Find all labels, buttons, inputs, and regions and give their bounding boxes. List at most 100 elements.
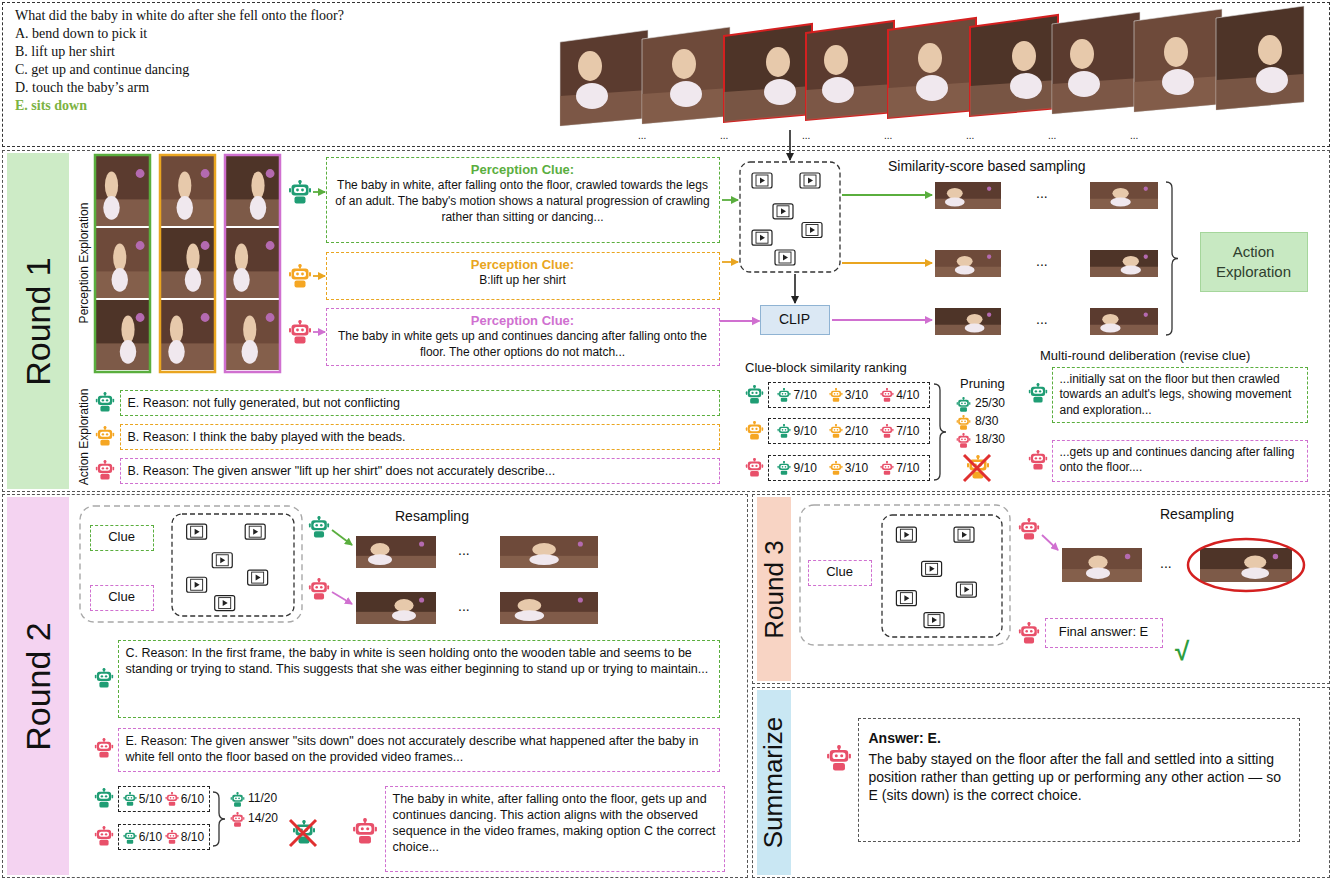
clue-box: Clue: [90, 585, 154, 611]
robot-face: [884, 465, 891, 469]
robot-antenna-tip: [753, 458, 756, 461]
video-frame: [160, 228, 215, 298]
robot-head: [98, 464, 112, 473]
robot-body: [750, 398, 759, 404]
robot-eye: [128, 797, 130, 799]
frame-shirt: [177, 196, 194, 220]
frame-baby: [370, 543, 389, 556]
robot-ear: [243, 797, 244, 800]
robot-face: [294, 187, 306, 193]
frame-baby: [394, 599, 413, 612]
robot-eye: [128, 835, 130, 837]
robot-head: [882, 426, 892, 432]
frame-shirt: [1100, 323, 1120, 332]
robot-ear: [309, 585, 311, 589]
frame-shirt: [670, 81, 702, 107]
robot-icon: [957, 415, 971, 430]
box-text: E. Reason: not fully generated, but not …: [128, 395, 712, 411]
box-text: The baby stayed on the floor after the f…: [869, 750, 1289, 805]
frame-baby: [1112, 188, 1128, 199]
robot-head: [311, 582, 327, 592]
robot-antenna-tip: [783, 461, 785, 463]
video-frame: [95, 156, 150, 226]
robot-body: [295, 337, 306, 344]
score-value: 6/10: [139, 830, 162, 844]
frame-baby: [186, 243, 199, 271]
frame-shirt: [1010, 73, 1042, 99]
robot-antenna-tip: [317, 516, 320, 519]
robot-face: [126, 834, 133, 838]
play-icon: [253, 529, 258, 535]
robot-ear: [96, 467, 98, 471]
frame-shirt: [185, 268, 202, 292]
robot-ear: [762, 427, 764, 431]
robot-face: [1033, 456, 1043, 461]
ellipsis-mark: ...: [966, 130, 974, 142]
frame-toy: [1144, 313, 1148, 317]
video-frame: [724, 24, 812, 122]
robot-antenna: [835, 461, 836, 463]
robot-eye: [840, 754, 843, 757]
frame-shirt: [965, 323, 985, 332]
frame-shirt: [1068, 71, 1100, 97]
frame-floor: [500, 612, 598, 624]
perception-clue-box: Perception Clue:The baby in white gets u…: [326, 308, 720, 366]
film-icon: [212, 553, 232, 568]
robot-antenna-tip: [886, 461, 888, 463]
robot-face: [99, 832, 109, 837]
film-icon: [752, 173, 772, 188]
video-frame: [225, 228, 280, 298]
frame-baby: [1164, 37, 1188, 67]
robot-icon: [95, 668, 113, 688]
frame-baby: [251, 171, 264, 199]
ellipsis-mark: ...: [884, 130, 892, 142]
frame-shirt: [368, 554, 392, 565]
robot-face: [126, 796, 133, 800]
robot-eye: [755, 465, 757, 467]
film-icon: [900, 529, 912, 540]
cross-mark: [290, 820, 316, 846]
robot-ear: [881, 428, 882, 431]
robot-antenna-tip: [886, 388, 888, 390]
round-label-strip: Round 2: [7, 497, 69, 875]
frame-toy: [987, 255, 991, 259]
frame-toy: [201, 313, 210, 322]
score-box: 7/103/104/10: [768, 382, 930, 408]
robot-antenna-tip: [129, 830, 131, 832]
robot-antenna: [784, 424, 785, 426]
frame-baby: [105, 171, 118, 199]
robot-face: [832, 428, 839, 432]
robot-ear: [892, 392, 893, 395]
score-item: 7/10: [777, 388, 816, 402]
score-item: 3/10: [829, 388, 868, 402]
robot-icon: [95, 738, 113, 758]
video-frame: [935, 182, 1001, 209]
robot-eye: [320, 586, 323, 589]
cross-mark: [964, 455, 990, 481]
film-icon: [922, 561, 942, 576]
robot-antenna-tip: [753, 421, 756, 424]
arrow-line: [332, 530, 352, 545]
robot-body: [127, 801, 133, 805]
robot-head: [356, 823, 374, 835]
robot-icon: [353, 818, 377, 843]
robot-antenna: [754, 458, 756, 461]
robot-body: [884, 397, 890, 401]
robot-head: [748, 389, 761, 398]
robot-body: [100, 440, 109, 446]
robot-icon: [96, 460, 114, 480]
frame-toy: [1125, 554, 1130, 559]
score-item: 3/10: [829, 461, 868, 475]
robot-ear: [289, 188, 291, 193]
robot-antenna-tip: [298, 264, 302, 268]
play-icon: [195, 529, 200, 535]
robot-face: [832, 465, 839, 469]
box-text: The baby in white gets up and continues …: [334, 329, 712, 360]
robot-ear: [1019, 629, 1021, 633]
film-icon: [806, 225, 818, 236]
robot-eye: [106, 433, 108, 435]
brace: [1166, 182, 1178, 335]
robot-eye: [785, 393, 787, 395]
frame-baby: [1258, 35, 1282, 65]
robot-ear: [790, 465, 791, 468]
